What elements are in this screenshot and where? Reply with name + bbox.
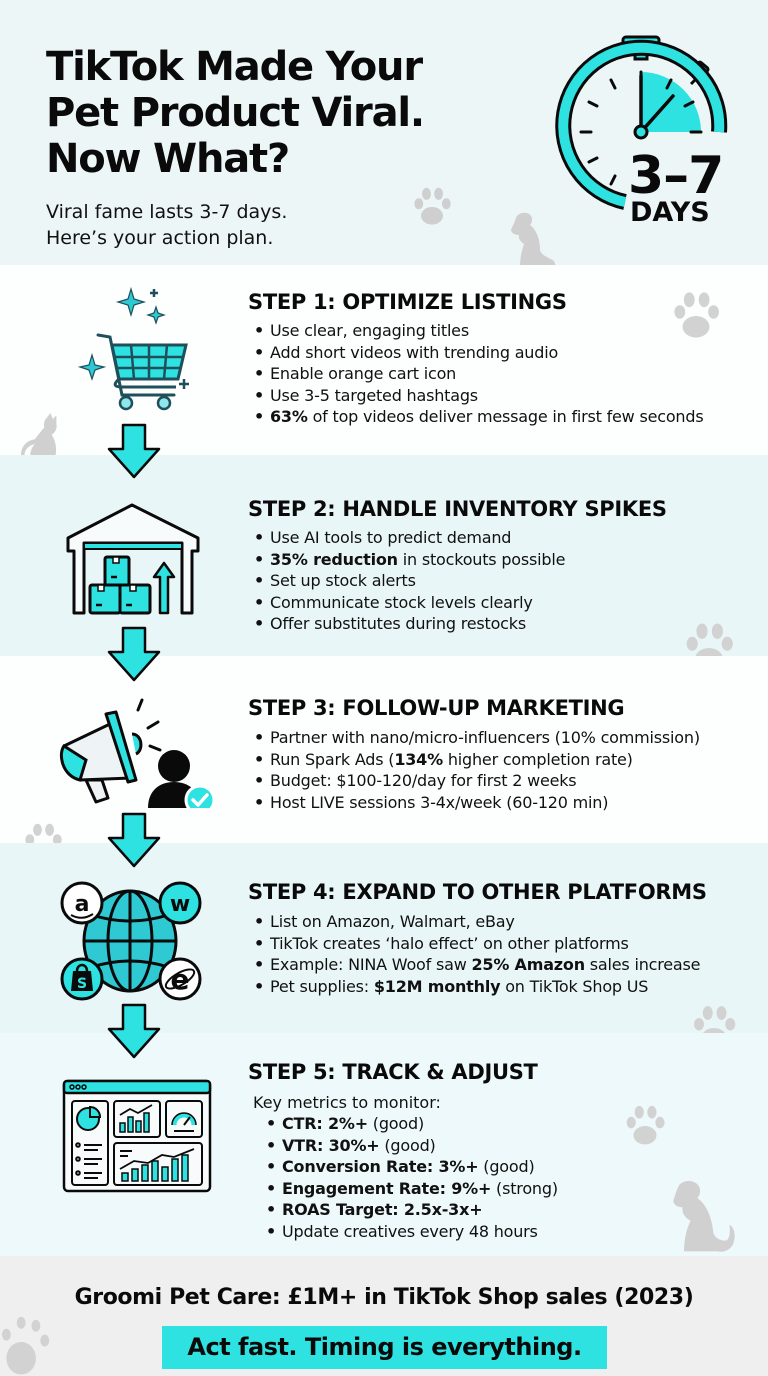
subtitle-line-2: Here’s your action plan. <box>46 227 274 249</box>
list-item: List on Amazon, Walmart, eBay <box>254 911 700 933</box>
timer-unit: DAYS <box>630 197 710 228</box>
warehouse-icon <box>66 503 200 615</box>
analytics-dashboard-icon <box>62 1079 212 1193</box>
svg-text:e: e <box>171 963 190 996</box>
svg-text:a: a <box>75 892 90 917</box>
list-item: VTR: 30%+ (good) <box>266 1135 558 1157</box>
arrow-down-icon <box>107 626 161 682</box>
list-item: Enable orange cart icon <box>254 363 703 385</box>
list-item: CTR: 2%+ (good) <box>266 1113 558 1135</box>
step-1-section: STEP 1: OPTIMIZE LISTINGS Use clear, eng… <box>0 265 768 461</box>
list-item: Budget: $100-120/day for first 2 weeks <box>254 770 700 792</box>
list-item: Engagement Rate: 9%+ (strong) <box>266 1178 558 1200</box>
step-2-section: STEP 2: HANDLE INVENTORY SPIKES Use AI t… <box>0 455 768 671</box>
list-item: Host LIVE sessions 3-4x/week (60-120 min… <box>254 792 700 814</box>
megaphone-influencer-icon <box>59 698 216 808</box>
check-badge-icon <box>184 784 216 808</box>
amazon-badge-icon: a <box>60 881 104 925</box>
shopping-cart-icon <box>77 287 189 411</box>
list-item: 35% reduction in stockouts possible <box>254 549 565 571</box>
pie-chart-icon <box>76 1105 102 1131</box>
title-line-2: Pet Product Viral. <box>46 90 425 136</box>
call-to-action-banner: Act fast. Timing is everything. <box>162 1326 607 1369</box>
title-line-3: Now What? <box>46 136 290 182</box>
walmart-badge-icon: w <box>158 881 202 925</box>
list-item: Run Spark Ads (134% higher completion ra… <box>254 749 700 771</box>
timer-range: 3–7 <box>628 146 724 206</box>
globe-icon <box>82 889 178 993</box>
step-5-title: STEP 5: TRACK & ADJUST <box>248 1060 538 1084</box>
step-2-bullets: Use AI tools to predict demand 35% reduc… <box>254 527 565 635</box>
case-study-stat: Groomi Pet Care: £1M+ in TikTok Shop sal… <box>74 1285 694 1310</box>
arrow-down-icon <box>107 812 161 868</box>
list-item: Partner with nano/micro-influencers (10%… <box>254 727 700 749</box>
dog-silhouette-icon <box>511 212 556 266</box>
list-item: Example: NINA Woof saw 25% Amazon sales … <box>254 954 700 976</box>
footer: Groomi Pet Care: £1M+ in TikTok Shop sal… <box>0 1256 768 1376</box>
arrow-down-icon <box>107 1003 161 1059</box>
cat-silhouette-icon <box>21 413 57 461</box>
step-4-section: a w S e STEP 4: EXPAND TO OTHER PLATFORM… <box>0 843 768 1048</box>
paw-print-icon <box>1 1316 50 1375</box>
list-item: Conversion Rate: 3%+ (good) <box>266 1156 558 1178</box>
svg-text:w: w <box>170 892 190 917</box>
shopify-badge-icon: S <box>60 957 104 1001</box>
paw-print-icon <box>674 292 719 338</box>
arrow-down-icon <box>107 423 161 479</box>
list-item: Use 3-5 targeted hashtags <box>254 385 703 407</box>
list-item: Pet supplies: $12M monthly on TikTok Sho… <box>254 976 700 998</box>
step-5-intro: Key metrics to monitor: <box>253 1093 441 1112</box>
step-3-bullets: Partner with nano/micro-influencers (10%… <box>254 727 700 813</box>
list-item: Add short videos with trending audio <box>254 342 703 364</box>
stopwatch-icon <box>555 35 728 210</box>
svg-text:S: S <box>77 976 87 992</box>
step-5-section: STEP 5: TRACK & ADJUST Key metrics to mo… <box>0 1033 768 1256</box>
list-item: Communicate stock levels clearly <box>254 592 565 614</box>
title-line-1: TikTok Made Your <box>46 44 423 90</box>
paw-print-icon <box>414 187 451 225</box>
step-1-bullets: Use clear, engaging titles Add short vid… <box>254 320 704 428</box>
megaphone-icon <box>59 710 143 804</box>
step-3-title: STEP 3: FOLLOW-UP MARKETING <box>248 696 625 720</box>
list-item: 63% of top videos deliver message in fir… <box>254 406 704 428</box>
list-item: Use AI tools to predict demand <box>254 527 565 549</box>
paw-print-icon <box>626 1105 665 1145</box>
step-2-title: STEP 2: HANDLE INVENTORY SPIKES <box>248 497 667 521</box>
list-item: Set up stock alerts <box>254 570 565 592</box>
step-4-title: STEP 4: EXPAND TO OTHER PLATFORMS <box>248 880 707 904</box>
step-5-bullets: CTR: 2%+ (good) VTR: 30%+ (good) Convers… <box>266 1113 558 1242</box>
list-item: Use clear, engaging titles <box>254 320 703 342</box>
header: TikTok Made Your Pet Product Viral. Now … <box>0 0 768 266</box>
list-item: TikTok creates ‘halo effect’ on other pl… <box>254 933 700 955</box>
step-1-title: STEP 1: OPTIMIZE LISTINGS <box>248 290 567 314</box>
step-4-bullets: List on Amazon, Walmart, eBay TikTok cre… <box>254 911 700 997</box>
list-item: Update creatives every 48 hours <box>266 1221 558 1243</box>
subtitle-line-1: Viral fame lasts 3-7 days. <box>46 201 288 223</box>
list-item: Offer substitutes during restocks <box>254 613 565 635</box>
step-3-section: STEP 3: FOLLOW-UP MARKETING Partner with… <box>0 656 768 861</box>
list-item: ROAS Target: 2.5x-3x+ <box>266 1199 558 1221</box>
globe-platforms-icon: a w S e <box>60 881 202 1001</box>
subtitle: Viral fame lasts 3-7 days. Here’s your a… <box>46 199 287 251</box>
ebay-badge-icon: e <box>158 957 202 1001</box>
person-head <box>158 750 190 782</box>
dog-silhouette-icon <box>673 1181 735 1252</box>
page-title: TikTok Made Your Pet Product Viral. Now … <box>46 44 566 182</box>
